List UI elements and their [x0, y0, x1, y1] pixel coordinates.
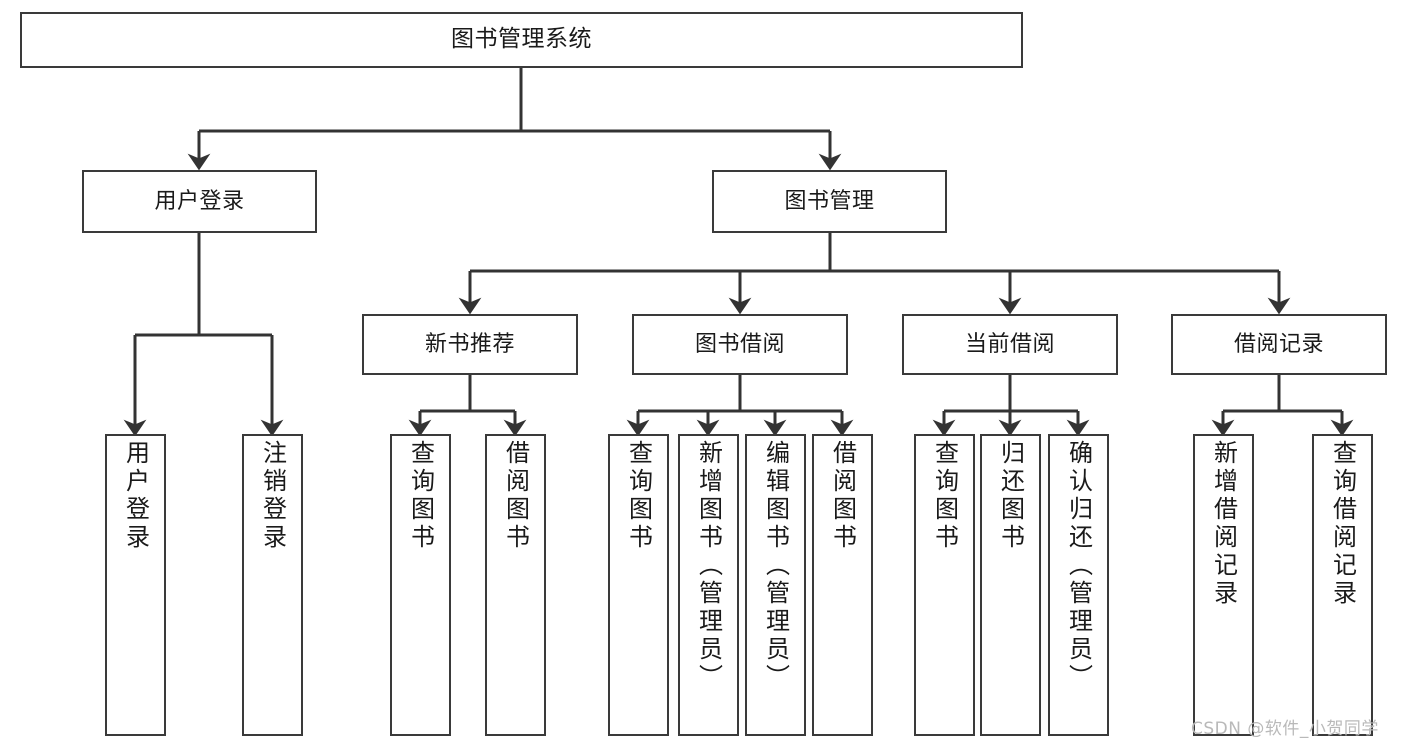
leaf-book-borrow-edit[interactable]: 编辑图书（管理员） — [745, 434, 806, 736]
node-label: 查询图书 — [930, 440, 959, 552]
node-label: 确认归还（管理员） — [1064, 440, 1093, 692]
leaf-book-borrow-query[interactable]: 查询图书 — [608, 434, 669, 736]
leaf-current-borrow-query[interactable]: 查询图书 — [914, 434, 975, 736]
leaf-borrow-record-add[interactable]: 新增借阅记录 — [1193, 434, 1254, 736]
leaf-borrow-record-query[interactable]: 查询借阅记录 — [1312, 434, 1373, 736]
leaf-new-book-query[interactable]: 查询图书 — [390, 434, 451, 736]
leaf-book-borrow-borrow[interactable]: 借阅图书 — [812, 434, 873, 736]
node-label: 归还图书 — [996, 440, 1025, 552]
node-current-borrow[interactable]: 当前借阅 — [902, 314, 1118, 375]
node-label: 新书推荐 — [424, 331, 515, 357]
node-label: 新增图书（管理员） — [694, 440, 723, 692]
node-book-borrow[interactable]: 图书借阅 — [632, 314, 848, 375]
node-label: 新增借阅记录 — [1209, 440, 1238, 608]
node-label: 注销登录 — [258, 440, 287, 552]
node-label: 查询借阅记录 — [1328, 440, 1357, 608]
node-label: 当前借阅 — [964, 331, 1055, 357]
node-label: 图书管理系统 — [451, 26, 592, 53]
node-label: 图书借阅 — [694, 331, 785, 357]
node-user-login[interactable]: 用户登录 — [82, 170, 317, 233]
node-label: 编辑图书（管理员） — [761, 440, 790, 692]
node-label: 借阅记录 — [1233, 331, 1324, 357]
leaf-new-book-borrow[interactable]: 借阅图书 — [485, 434, 546, 736]
csdn-watermark: CSDN @软件_小贺同学 — [1191, 719, 1379, 739]
leaf-user-login-login[interactable]: 用户登录 — [105, 434, 166, 736]
node-label: 借阅图书 — [501, 440, 530, 552]
node-root-system[interactable]: 图书管理系统 — [20, 12, 1023, 68]
leaf-user-login-logout[interactable]: 注销登录 — [242, 434, 303, 736]
node-new-book-recommend[interactable]: 新书推荐 — [362, 314, 578, 375]
node-borrow-record[interactable]: 借阅记录 — [1171, 314, 1387, 375]
node-book-management[interactable]: 图书管理 — [712, 170, 947, 233]
leaf-current-borrow-return[interactable]: 归还图书 — [980, 434, 1041, 736]
node-label: 图书管理 — [784, 188, 875, 214]
leaf-book-borrow-add[interactable]: 新增图书（管理员） — [678, 434, 739, 736]
node-label: 借阅图书 — [828, 440, 857, 552]
node-label: 查询图书 — [624, 440, 653, 552]
node-label: 用户登录 — [121, 440, 150, 552]
node-label: 查询图书 — [406, 440, 435, 552]
leaf-current-borrow-confirm-return[interactable]: 确认归还（管理员） — [1048, 434, 1109, 736]
node-label: 用户登录 — [154, 188, 245, 214]
